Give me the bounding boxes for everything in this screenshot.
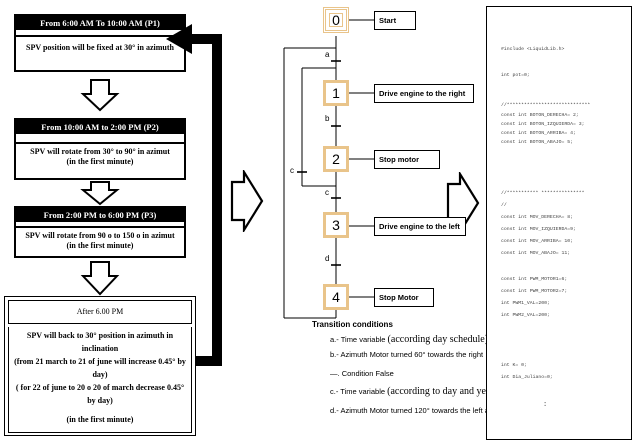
flow-box-p4-line-4: (in the first minute)	[66, 415, 134, 424]
condition-d-key: d.-	[330, 406, 339, 415]
flow-box-p4-line-2: (from 21 march to 21 of june will increa…	[14, 357, 186, 379]
flow-box-p4-line-3: ( for 22 of june to 20 o 20 of march dec…	[15, 383, 185, 405]
grafcet-links	[283, 19, 374, 319]
flow-box-p2: From 10:00 AM to 2:00 PM (P2) SPV will r…	[14, 118, 186, 180]
code-line: const int PWM_MOTOR1=6;	[501, 277, 568, 282]
flow-box-p1-text: SPV position will be fixed at 30° in azi…	[16, 35, 184, 55]
code-line: const int MOV_ARRIBA= 10;	[501, 239, 573, 244]
code-line: const int PWM_MOTOR2=7;	[501, 289, 568, 294]
condition-b-text: Azimuth Motor turned 60° towards the rig…	[340, 350, 484, 359]
condition-false: —. Condition False	[330, 369, 394, 378]
grafcet-step-3: 3	[323, 212, 349, 238]
condition-a: a.- Time variable (according day schedul…	[330, 334, 488, 345]
code-ellipsis: :	[543, 401, 548, 409]
code-line: const int BOTON_DERECHA= 2;	[501, 113, 579, 118]
code-line: const int MOV_IZQUIERDA=9;	[501, 227, 576, 232]
code-line: int Dia_Juliano=0;	[501, 375, 553, 380]
grafcet-action-1: Drive engine to the right	[374, 84, 474, 103]
transition-label-b: b	[325, 114, 330, 123]
condition-a-key: a.-	[330, 335, 339, 344]
grafcet-step-0: 0	[323, 7, 349, 33]
flow-box-p2-subtext: (in the first minute)	[66, 157, 134, 166]
flow-box-p4-line-1: SPV will back to 30° position in azimuth…	[26, 331, 174, 353]
code-line: //*********** ***************	[501, 191, 585, 196]
transition-label-a: a	[325, 50, 330, 59]
condition-a-text: Time variable	[340, 335, 388, 344]
code-line: //*****************************	[501, 103, 591, 108]
transition-label-c: c	[325, 188, 329, 197]
code-line: int PWM2_VAL=200;	[501, 313, 550, 318]
flow-box-p3-title: From 2:00 PM to 6:00 PM (P3)	[16, 208, 184, 222]
code-line: int pot=0;	[501, 73, 530, 78]
code-line: const int MOV_DERECHA= 8;	[501, 215, 573, 220]
condition-c-text: Time variable	[340, 387, 388, 396]
grafcet-action-3: Drive engine to the left	[374, 217, 466, 236]
flow-box-p4: After 6.00 PM SPV will back to 30° posit…	[4, 296, 196, 436]
condition-false-key: —.	[330, 369, 340, 378]
flow-box-p1-title: From 6:00 AM To 10:00 AM (P1)	[16, 16, 184, 30]
condition-c-detail: (according to day and year schedule)	[387, 386, 535, 397]
conditions-title: Transition conditions	[312, 320, 393, 329]
grafcet-step-4: 4	[323, 284, 349, 310]
grafcet-action-4: Stop Motor	[374, 288, 434, 307]
condition-d: d.- Azimuth Motor turned 120° towards th…	[330, 406, 594, 415]
down-arrow-3	[80, 261, 120, 296]
condition-d-text: Azimuth Motor turned 120° towards the le…	[340, 406, 594, 415]
code-line: const int BOTON_ABAJO= 5;	[501, 140, 573, 145]
transition-label-c-false: c	[290, 166, 294, 175]
code-line: const int BOTON_ARRIBA= 4;	[501, 131, 576, 136]
flow-box-p4-title: After 6.00 PM	[8, 300, 192, 324]
flowchart-arrows	[80, 24, 222, 366]
grafcet-step-2: 2	[323, 146, 349, 172]
code-line: const int BOTON_IZQUIERDA= 3;	[501, 122, 585, 127]
flow-box-p3: From 2:00 PM to 6:00 PM (P3) SPV will ro…	[14, 206, 186, 258]
condition-c: c.- Time variable (according to day and …	[330, 386, 535, 397]
loop-back-arrow	[166, 24, 222, 366]
down-arrow-2	[80, 181, 120, 206]
code-panel: #include <LiquidLib.h> int pot=0; //****…	[486, 6, 632, 440]
down-arrow-1	[80, 79, 120, 112]
condition-b-key: b.-	[330, 350, 339, 359]
condition-a-detail: (according day schedule)	[387, 334, 489, 345]
flow-box-p1: From 6:00 AM To 10:00 AM (P1) SPV positi…	[14, 14, 186, 72]
code-line: #include <LiquidLib.h>	[501, 47, 565, 52]
transition-label-d: d	[325, 254, 330, 263]
code-line: int K= 0;	[501, 363, 527, 368]
condition-c-key: c.-	[330, 387, 339, 396]
flow-box-p2-text: SPV will rotate from 30° to 90° in azimu…	[30, 147, 170, 156]
condition-false-text: Condition False	[341, 369, 394, 378]
right-arrow-1	[230, 170, 264, 232]
code-line: int PWM1_VAL=200;	[501, 301, 550, 306]
grafcet-step-1: 1	[323, 80, 349, 106]
code-line: //	[501, 203, 507, 208]
code-line: const int MOV_ABAJO= 11;	[501, 251, 571, 256]
flow-box-p3-text: SPV will rotate from 90 o to 150 o in az…	[25, 231, 175, 240]
grafcet-action-0: Start	[374, 11, 416, 30]
grafcet-action-2: Stop motor	[374, 150, 440, 169]
flow-box-p3-subtext: (in the first minute)	[66, 241, 134, 250]
flow-box-p2-title: From 10:00 AM to 2:00 PM (P2)	[16, 120, 184, 134]
condition-b: b.- Azimuth Motor turned 60° towards the…	[330, 350, 483, 359]
